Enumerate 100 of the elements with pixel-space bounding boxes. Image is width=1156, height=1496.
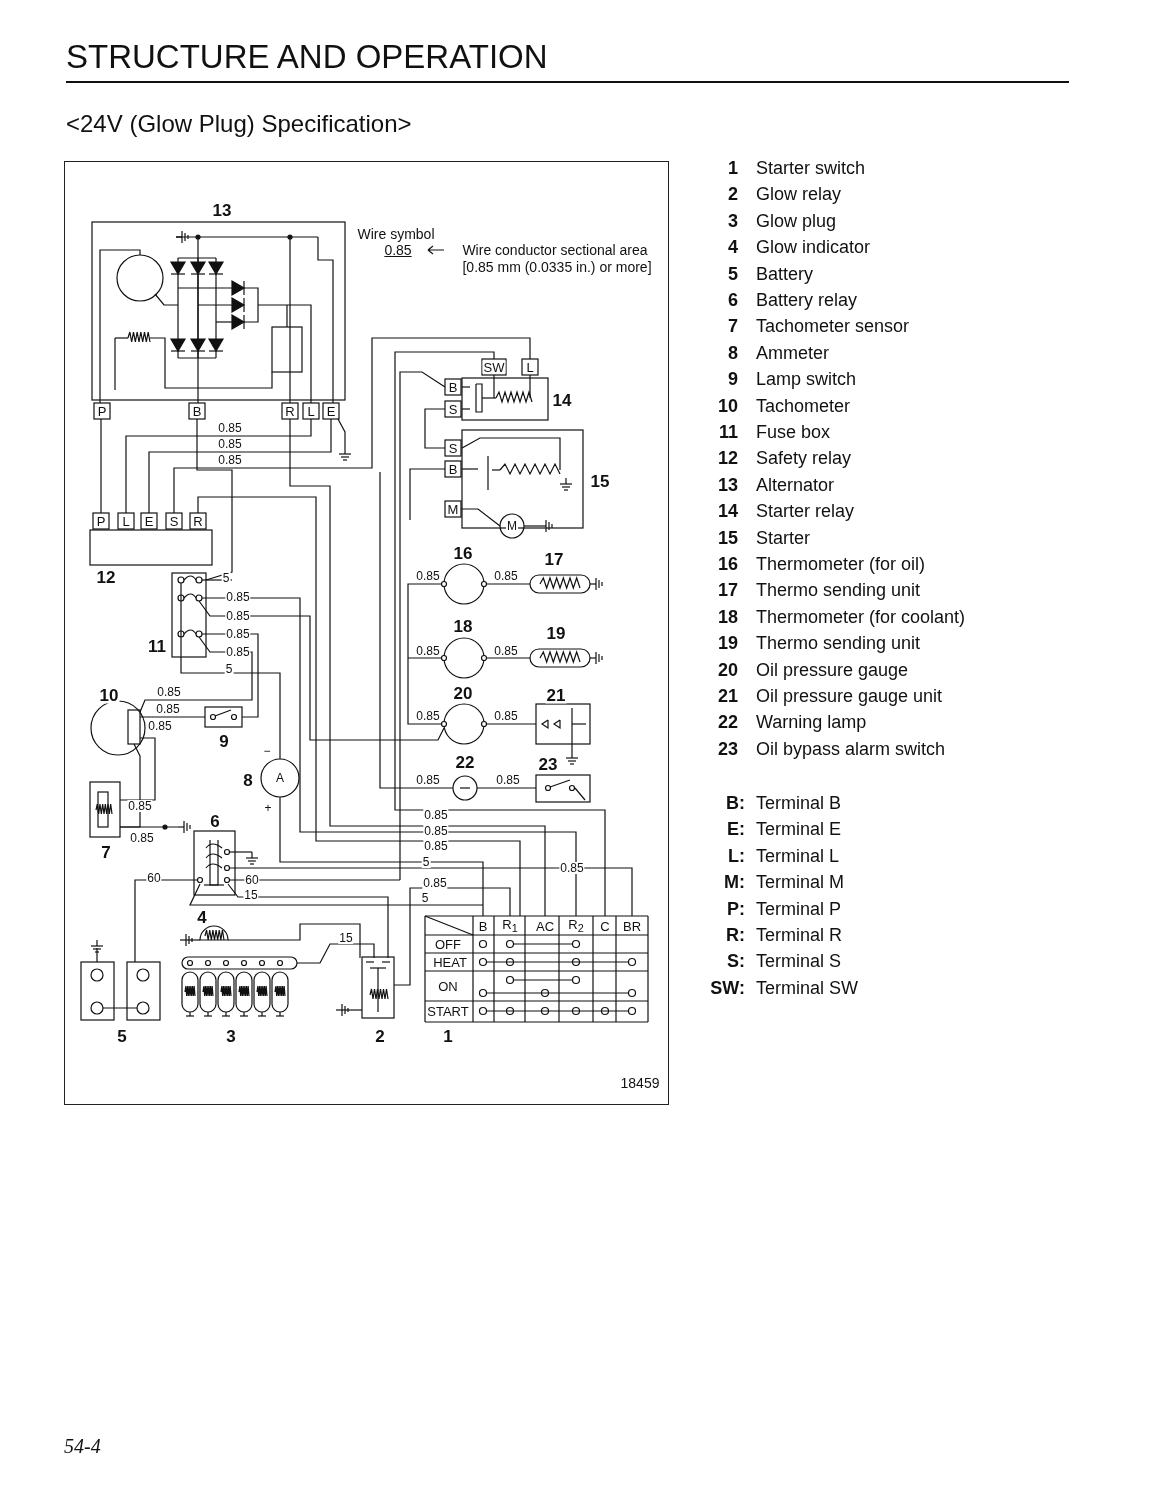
table-header: C (599, 919, 611, 933)
callout-number: 2 (374, 1027, 386, 1045)
table-header: AC (534, 919, 556, 933)
key-number: 8 (728, 343, 738, 362)
key-number: 2 (728, 185, 738, 204)
key-number: L: (728, 846, 745, 865)
wire-size-label: 0.85 (495, 774, 521, 786)
key-number: P: (727, 899, 745, 918)
key-description: Terminal R (756, 926, 843, 944)
wire-size-label: 0.85 (423, 840, 449, 852)
key-number: 11 (718, 423, 738, 441)
key-description: Thermometer (for coolant) (756, 607, 966, 626)
wire-size-label: 0.85 (156, 686, 182, 698)
callout-number: 14 (551, 391, 573, 409)
key-number: 18 (717, 607, 738, 626)
note-text: Wire symbol (356, 227, 436, 241)
wire-size-label: 0.85 (422, 877, 448, 889)
key-number: 9 (728, 370, 738, 389)
key-number: M: (724, 873, 745, 892)
wire-size-label: 60 (244, 874, 260, 886)
terminal-label: L (306, 404, 316, 418)
key-number: 4 (728, 238, 738, 257)
key-number: R: (726, 926, 745, 944)
callout-number: 16 (452, 544, 474, 562)
table-header: BR (621, 919, 643, 933)
callout-number: 21 (545, 686, 567, 704)
callout-number: 7 (100, 843, 112, 861)
callout-number: 5 (116, 1027, 128, 1045)
key-number: 1 (728, 159, 738, 177)
wire-size-label: 60 (146, 872, 162, 884)
wire-size-label: 0.85 (225, 591, 251, 603)
wire-size-label: 15 (243, 889, 259, 901)
terminal-label: L (121, 514, 131, 528)
key-number: 22 (717, 713, 738, 732)
key-description: Battery relay (756, 291, 858, 309)
callout-number: 12 (95, 568, 117, 586)
key-description: Starter relay (756, 502, 855, 521)
wire-size-label: 0.85 (423, 825, 449, 837)
wire-size-label: 0.85 (493, 710, 519, 722)
wire-size-label: 0.85 (493, 570, 519, 582)
key-description: Oil pressure gauge (756, 660, 909, 679)
key-description: Thermo sending unit (756, 581, 921, 600)
key-number: 23 (717, 739, 738, 758)
key-number: 6 (728, 291, 738, 309)
key-description: Alternator (756, 475, 835, 494)
page-number: 54-4 (64, 1436, 101, 1456)
wire-size-label: 0.85 (415, 570, 441, 582)
key-number: 13 (717, 475, 738, 494)
wire-size-label: 0.85 (415, 710, 441, 722)
key-description: Warning lamp (756, 713, 867, 732)
callout-number: 23 (537, 755, 559, 773)
terminal-label: R (284, 404, 296, 418)
wire-size-symbol: 0.85 (383, 243, 413, 257)
key-number: 3 (728, 211, 738, 230)
callout-number: 18 (452, 617, 474, 635)
callout-number: 4 (196, 908, 208, 926)
key-number: S: (727, 952, 745, 971)
table-header: R$_{1}$ (501, 917, 519, 935)
terminal-label: SW (482, 360, 506, 374)
wire-size-label: 0.85 (147, 720, 173, 732)
terminal-label: S (447, 441, 459, 455)
wire-size-label: 0.85 (129, 832, 155, 844)
table-header: R$_{2}$ (567, 917, 585, 935)
wire-size-label: 5 (221, 572, 231, 584)
key-description: Terminal E (756, 820, 842, 839)
key-number: 12 (717, 449, 738, 468)
wire-size-label: 0.85 (415, 774, 441, 786)
wire-size-label: 0.85 (225, 610, 251, 622)
callout-number: 15 (589, 472, 611, 490)
wire-size-label: 0.85 (225, 646, 251, 658)
key-description: Battery (756, 264, 814, 283)
key-description: Terminal SW (756, 978, 858, 997)
callout-number: 13 (211, 201, 233, 219)
key-description: Fuse box (756, 423, 831, 441)
subtitle: <24V (Glow Plug) Specification> (66, 112, 412, 136)
callout-number: 8 (242, 771, 254, 789)
callout-number: 11 (147, 637, 167, 655)
callout-number: 3 (225, 1027, 237, 1045)
wire-size-label: A (275, 772, 285, 784)
key-description: Terminal P (756, 899, 842, 918)
wire-size-label: M (506, 520, 518, 532)
key-description: Terminal B (756, 794, 842, 812)
table-header: HEAT (432, 955, 468, 969)
wire-size-label: 0.85 (559, 862, 585, 874)
key-number: 16 (717, 555, 738, 573)
terminal-label: B (447, 462, 459, 476)
table-header: START (426, 1004, 470, 1018)
key-description: Glow plug (756, 211, 837, 230)
key-number: 14 (717, 502, 738, 521)
wire-size-label: 15 (338, 932, 354, 944)
terminal-label: B (447, 380, 459, 394)
key-description: Thermometer (for oil) (756, 555, 926, 573)
key-number: B: (726, 794, 745, 812)
table-header: OFF (434, 937, 462, 951)
key-description: Thermo sending unit (756, 634, 921, 653)
wire-size-label: 0.85 (217, 422, 243, 434)
key-description: Glow relay (756, 185, 842, 204)
wire-size-label: 0.85 (127, 800, 153, 812)
terminal-label: P (95, 514, 107, 528)
wire-size-label: 0.85 (415, 645, 441, 657)
